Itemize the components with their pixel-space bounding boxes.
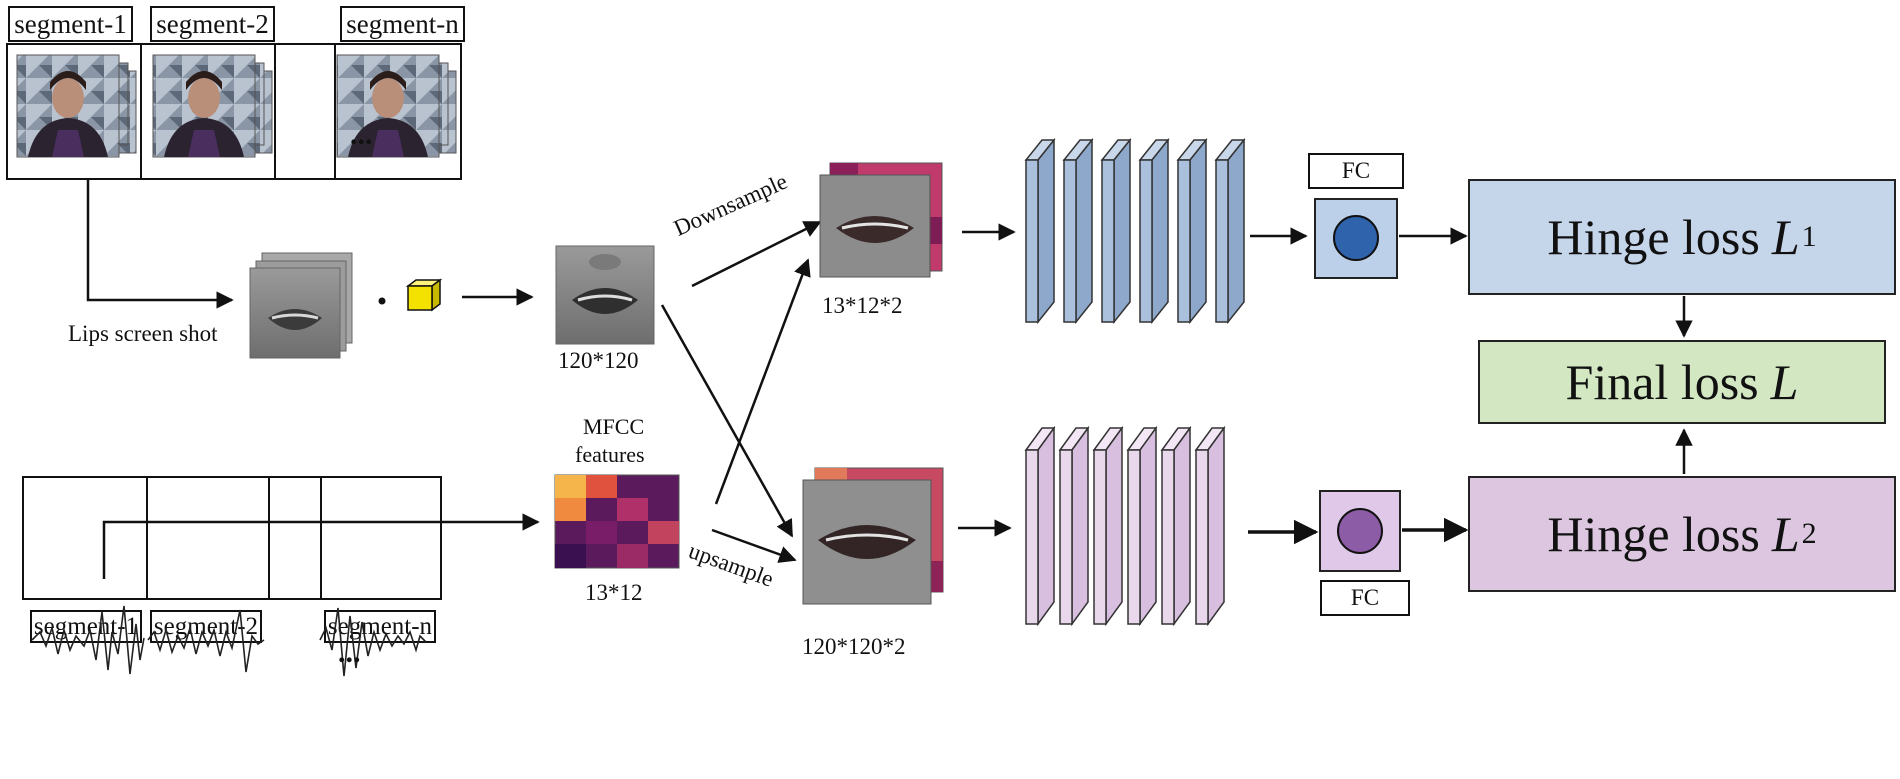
audio-segment-label-n: segment-n <box>324 610 436 643</box>
upsampled-size-label: 120*120*2 <box>802 634 906 659</box>
audio-divider <box>320 478 322 598</box>
blue-cnn-stack <box>1024 137 1246 325</box>
video-segment-label-n: segment-n <box>340 6 465 42</box>
lips-screenshot-stack <box>249 252 353 359</box>
final-loss-var: L <box>1770 354 1799 410</box>
lips-size-label: 120*120 <box>558 348 639 373</box>
video-ellipsis: ... <box>350 118 373 151</box>
arrow-upsample <box>711 528 797 563</box>
upsampled-pair <box>802 467 944 605</box>
hinge-loss-1-sub: 1 <box>1801 220 1817 253</box>
multiply-dot <box>378 297 386 305</box>
mfcc-size-label: 13*12 <box>585 580 643 605</box>
audio-ellipsis: ... <box>338 636 361 669</box>
lips-crop-120 <box>555 245 655 345</box>
arrow-downsample <box>691 220 822 288</box>
audio-divider <box>268 478 270 598</box>
arrow-mfcc-to-downsampled <box>714 258 811 505</box>
hinge-loss-1-var: L <box>1771 209 1800 265</box>
downsampled-size-label: 13*12*2 <box>822 293 903 318</box>
yellow-cube-icon <box>405 278 443 312</box>
arrow-lips-to-upsampled <box>660 304 794 538</box>
fc-label-bottom: FC <box>1320 580 1410 616</box>
video-thumbnail-2 <box>152 54 273 158</box>
fc-label-top: FC <box>1308 153 1404 189</box>
mfcc-label-line1: MFCC <box>583 414 645 439</box>
pink-cnn-stack <box>1024 425 1226 627</box>
video-segment-label-1: segment-1 <box>8 6 133 42</box>
video-segment-label-2: segment-2 <box>150 6 275 42</box>
hinge-loss-1-text: Hinge loss <box>1547 209 1760 265</box>
video-thumbnail-n <box>336 54 457 158</box>
fc-node-purple <box>1319 490 1401 572</box>
mfcc-label-line2: features <box>575 442 645 467</box>
arrow-video-to-lips <box>86 180 234 309</box>
video-thumbnail-1 <box>16 54 137 158</box>
fc-node-blue <box>1314 198 1398 279</box>
lips-screenshot-label: Lips screen shot <box>68 321 218 346</box>
hinge-loss-2-text: Hinge loss <box>1547 506 1760 562</box>
video-divider <box>140 45 142 178</box>
audio-divider <box>146 478 148 598</box>
hinge-loss-2-var: L <box>1771 506 1800 562</box>
audio-waveform-strip <box>22 476 442 600</box>
audio-waveforms <box>31 605 427 677</box>
final-loss-text: Final loss <box>1565 354 1759 410</box>
hinge-loss-2-sub: 2 <box>1801 517 1817 550</box>
video-divider <box>274 45 276 178</box>
downsampled-pair <box>819 162 943 278</box>
video-divider <box>334 45 336 178</box>
mfcc-heatmap <box>554 474 680 569</box>
arrow-audio-to-mfcc <box>102 513 540 579</box>
